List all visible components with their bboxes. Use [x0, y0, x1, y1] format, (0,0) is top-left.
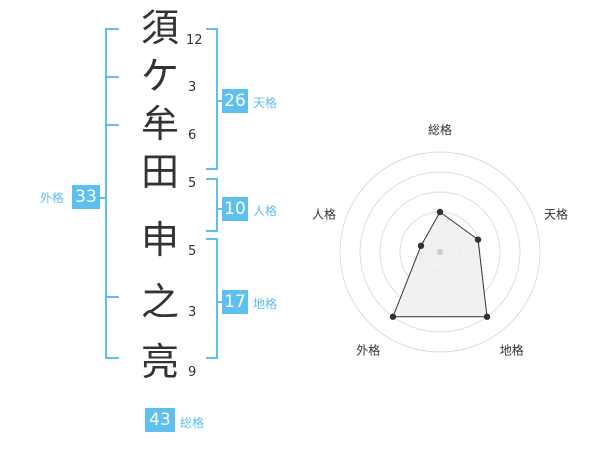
stroke-count-4: 5: [188, 176, 197, 191]
gaikaku-label: 外格: [40, 191, 65, 205]
radar-series-area: [392, 211, 488, 318]
stroke-count-6: 3: [188, 305, 197, 320]
name-char-3: 牟: [140, 102, 179, 146]
radar-grid-ring: [359, 171, 521, 333]
radar-point-3: [483, 313, 491, 320]
gaikaku-badge: 33: [72, 185, 100, 209]
radar-axis-label-4: 外格: [356, 343, 380, 358]
name-char-4: 田: [140, 150, 179, 194]
radar-axis-label-1: 総格: [428, 122, 452, 137]
radar-point-2: [474, 236, 482, 243]
radar-axis-label-2: 天格: [544, 206, 568, 221]
chikaku-label: 地格: [253, 297, 278, 311]
name-char-6: 之: [140, 280, 179, 324]
name-char-1: 須: [140, 6, 179, 50]
radar-grid-ring: [339, 151, 541, 353]
radar-point-5: [417, 242, 425, 250]
jinkaku-label: 人格: [253, 204, 278, 218]
tenkaku-badge: 26: [222, 89, 248, 113]
radar-axis-label-5: 人格: [312, 206, 336, 221]
stroke-count-3: 6: [188, 128, 197, 143]
tenkaku-label: 天格: [253, 96, 278, 110]
name-char-7: 亮: [140, 340, 179, 384]
name-char-5: 申: [140, 218, 179, 262]
stroke-count-5: 5: [188, 244, 197, 259]
radar-point-4: [389, 313, 397, 320]
stroke-count-7: 9: [188, 365, 197, 380]
chikaku-badge: 17: [222, 290, 248, 314]
radar-axis-label-3: 地格: [500, 343, 524, 358]
jinkaku-badge: 10: [222, 197, 248, 221]
name-char-2: ケ: [140, 54, 179, 98]
stroke-count-2: 3: [188, 80, 197, 95]
radar-center-dot: [437, 249, 443, 255]
radar-point-1: [436, 208, 444, 216]
soukaku-label: 総格: [180, 416, 205, 430]
soukaku-badge: 43: [145, 408, 175, 432]
stroke-count-1: 12: [186, 33, 203, 48]
